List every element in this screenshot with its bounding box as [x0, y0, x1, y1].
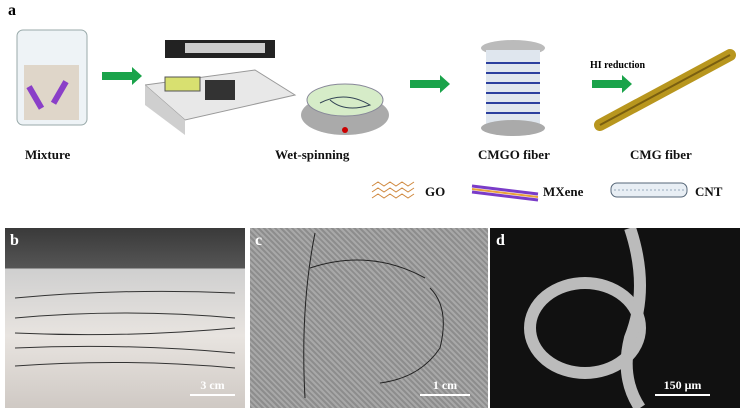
scale-bar-b: 3 cm [190, 378, 235, 396]
panel-d-sem: d 150 μm [490, 228, 740, 408]
panel-b-label: b [10, 232, 19, 249]
scale-bar-c: 1 cm [420, 378, 470, 396]
step-label: Mixture [25, 147, 71, 162]
cmg-fiber-icon [594, 49, 736, 131]
arrow-icon [102, 67, 142, 85]
scale-bar-d: 150 μm [655, 378, 710, 396]
panel-a-label: a [8, 2, 16, 19]
cnt-icon [610, 182, 688, 198]
panel-c-label: c [255, 232, 263, 249]
arrow-icon [410, 75, 450, 93]
panel-b-photo: b 3 cm [5, 228, 245, 408]
scale-label: 3 cm [200, 378, 225, 392]
step-label: Wet-spinning [275, 147, 350, 162]
legend-mxene: MXene [543, 184, 584, 199]
arrow-icon [592, 75, 632, 93]
coagulation-bath-icon [301, 83, 389, 135]
panel-d-label: d [496, 232, 505, 249]
syringe-pump-icon [145, 40, 297, 135]
hi-reduction-label: HI reduction [590, 60, 646, 71]
fiber-spool-icon [481, 40, 545, 136]
legend-cnt: CNT [695, 184, 723, 199]
step-label: CMG fiber [630, 147, 692, 162]
scale-label: 1 cm [432, 378, 458, 392]
step-label: CMGO fiber [478, 147, 550, 162]
panel-c-photo: c 1 cm [250, 228, 488, 408]
go-icon [371, 181, 415, 199]
mxene-icon [471, 184, 539, 202]
scale-label: 150 μm [663, 378, 702, 392]
legend-go: GO [425, 184, 446, 199]
beaker-icon [16, 29, 88, 126]
